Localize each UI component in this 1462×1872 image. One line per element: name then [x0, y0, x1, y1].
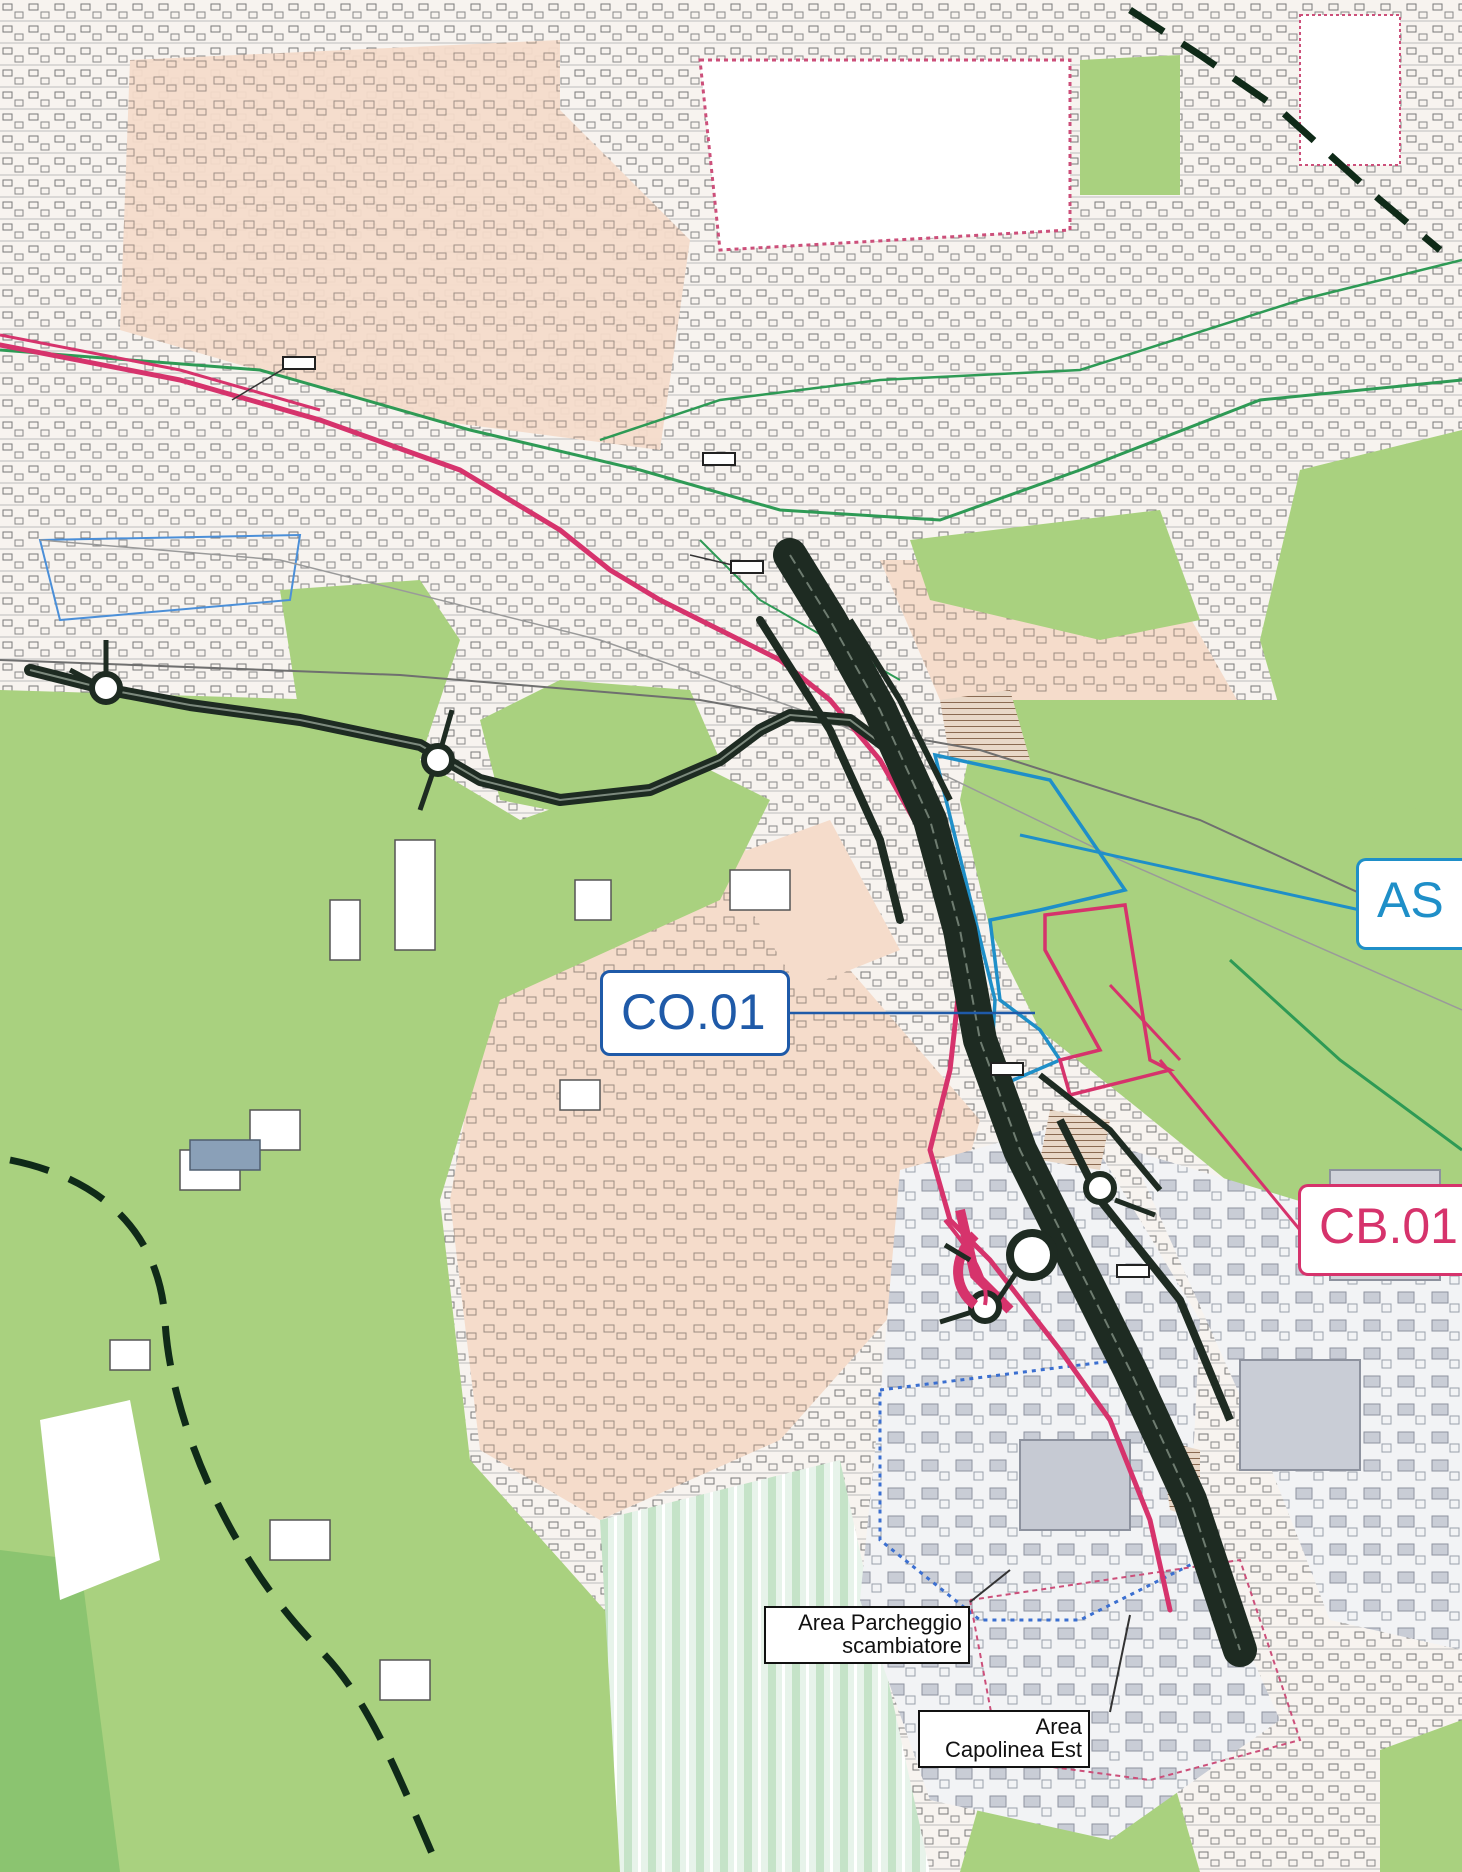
road-tag	[1116, 1264, 1150, 1278]
label-area-capolinea-line1: Area	[1035, 1714, 1082, 1739]
callout-as[interactable]: AS	[1356, 858, 1462, 950]
callout-co01-text: CO.01	[621, 984, 766, 1040]
road-tag	[282, 356, 316, 370]
callout-cb01[interactable]: CB.01	[1298, 1184, 1462, 1276]
road-tag	[730, 560, 764, 574]
label-area-parcheggio-line1: Area Parcheggio	[798, 1610, 962, 1635]
label-area-parcheggio: Area Parcheggio scambiatore	[764, 1606, 970, 1664]
label-area-parcheggio-line2: scambiatore	[842, 1633, 962, 1659]
road-tag	[702, 452, 736, 466]
callout-co01[interactable]: CO.01	[600, 970, 790, 1056]
callout-as-text: AS	[1377, 872, 1444, 928]
callout-cb01-text: CB.01	[1319, 1198, 1458, 1254]
label-area-capolinea: Area Capolinea Est	[918, 1710, 1090, 1768]
label-area-capolinea-line2: Capolinea Est	[945, 1737, 1082, 1763]
road-tag	[990, 1062, 1024, 1076]
